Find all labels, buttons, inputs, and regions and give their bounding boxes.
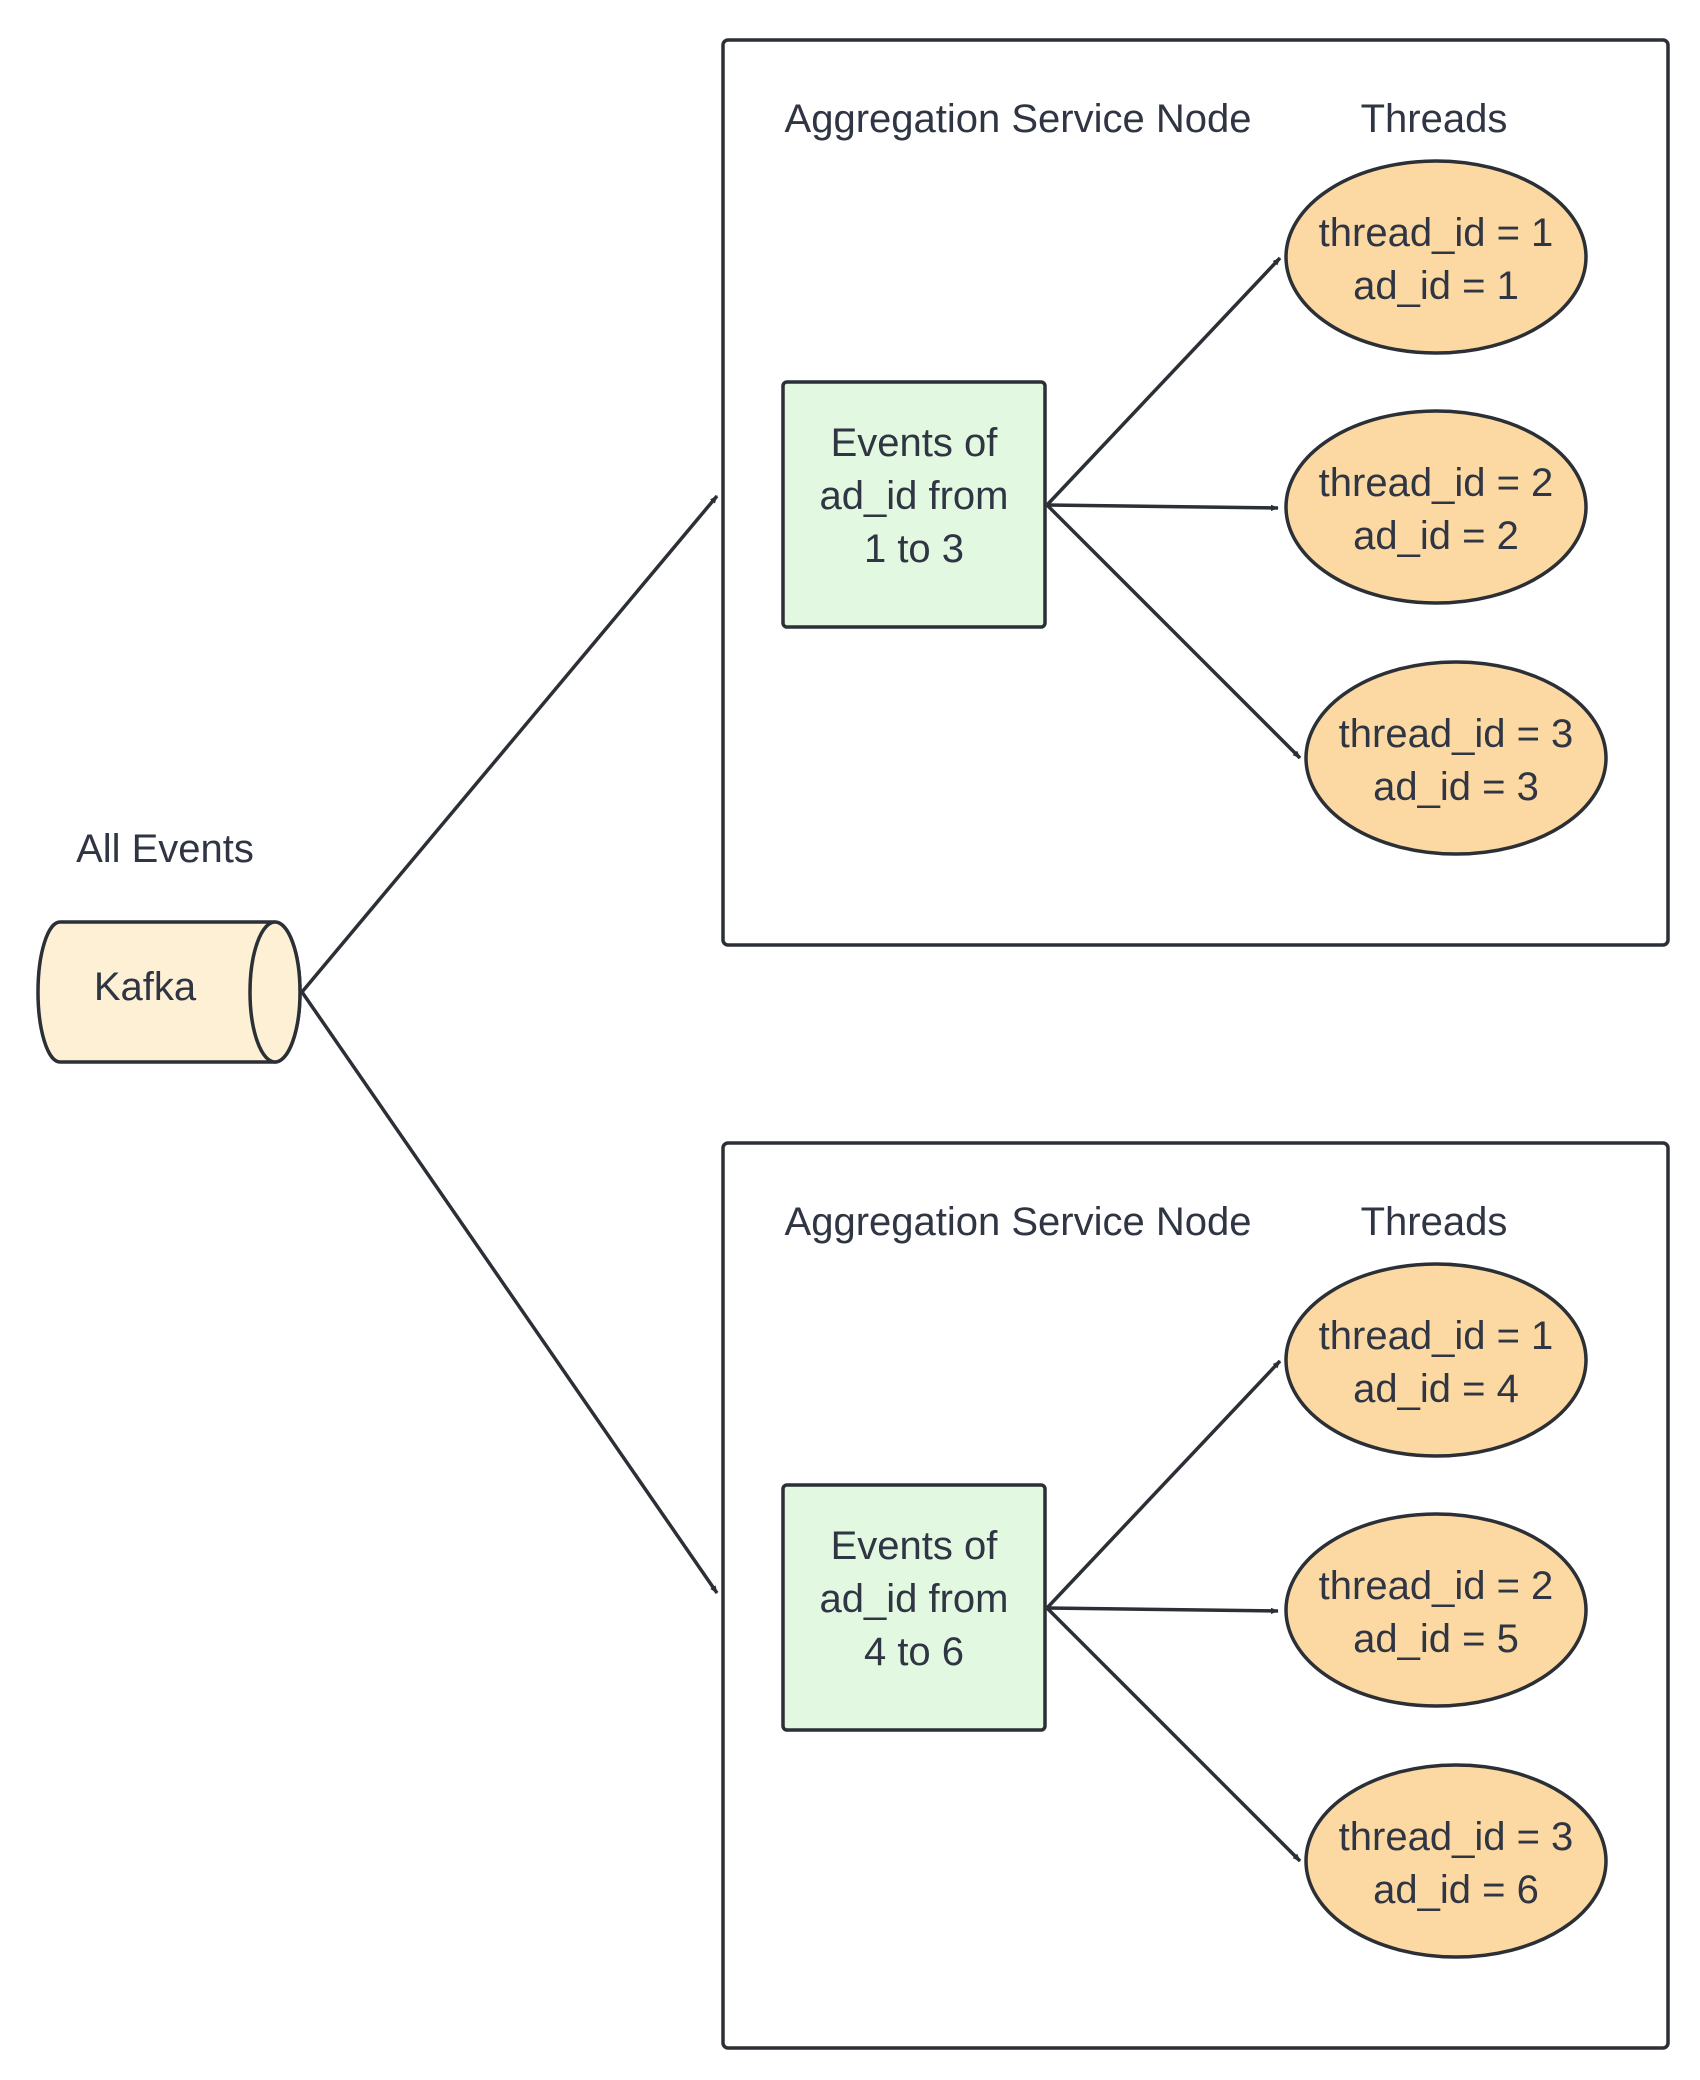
thread-1: thread_id = 1 ad_id = 1 — [1284, 159, 1588, 355]
thread-3: thread_id = 3 ad_id = 3 — [1304, 660, 1608, 856]
thread-id-label: thread_id = 2 — [1319, 1564, 1554, 1608]
thread-1: thread_id = 1 ad_id = 4 — [1284, 1262, 1588, 1458]
thread-id-label: thread_id = 2 — [1319, 461, 1554, 505]
kafka-source: All Events Kafka — [36, 827, 302, 1064]
ad-id-label: ad_id = 3 — [1373, 765, 1539, 809]
all-events-caption: All Events — [76, 827, 254, 871]
kafka-to-node-2-arrow — [300, 991, 719, 1594]
partition-line-2: ad_id from — [820, 474, 1009, 518]
ad-id-label: ad_id = 5 — [1353, 1617, 1519, 1661]
kafka-cylinder-icon — [36, 920, 302, 1064]
thread-2: thread_id = 2 ad_id = 5 — [1284, 1512, 1588, 1708]
aggregation-node-2: Aggregation Service Node Threads Events … — [721, 1141, 1670, 2050]
kafka-to-node-1-arrow — [300, 494, 719, 994]
partition-line-1: Events of — [831, 1524, 999, 1568]
partition-to-thread-1-arrow — [1045, 256, 1282, 507]
partition-line-3: 1 to 3 — [864, 527, 964, 571]
thread-id-label: thread_id = 1 — [1319, 1314, 1554, 1358]
partition-to-thread-2-arrow — [1046, 503, 1279, 512]
partition-line-3: 4 to 6 — [864, 1630, 964, 1674]
node-title: Aggregation Service Node — [785, 97, 1252, 141]
kafka-label: Kafka — [94, 965, 197, 1009]
partition-box: Events of ad_id from 1 to 3 — [781, 380, 1047, 629]
ad-id-label: ad_id = 6 — [1373, 1868, 1539, 1912]
partition-line-2: ad_id from — [820, 1577, 1009, 1621]
thread-id-label: thread_id = 3 — [1339, 1815, 1574, 1859]
thread-id-label: thread_id = 1 — [1319, 211, 1554, 255]
partition-to-thread-3-arrow — [1045, 1606, 1302, 1863]
threads-heading: Threads — [1361, 97, 1508, 141]
partition-to-thread-3-arrow — [1045, 503, 1302, 760]
thread-2: thread_id = 2 ad_id = 2 — [1284, 409, 1588, 605]
ad-id-label: ad_id = 2 — [1353, 514, 1519, 558]
node-title: Aggregation Service Node — [785, 1200, 1252, 1244]
partition-box: Events of ad_id from 4 to 6 — [781, 1483, 1047, 1732]
partition-line-1: Events of — [831, 421, 999, 465]
aggregation-node-1: Aggregation Service Node Threads Events … — [721, 38, 1670, 947]
thread-id-label: thread_id = 3 — [1339, 712, 1574, 756]
partition-to-thread-2-arrow — [1046, 1606, 1279, 1615]
ad-id-label: ad_id = 4 — [1353, 1367, 1519, 1411]
thread-3: thread_id = 3 ad_id = 6 — [1304, 1763, 1608, 1959]
ad-id-label: ad_id = 1 — [1353, 264, 1519, 308]
partition-to-thread-1-arrow — [1045, 1359, 1282, 1610]
threads-heading: Threads — [1361, 1200, 1508, 1244]
